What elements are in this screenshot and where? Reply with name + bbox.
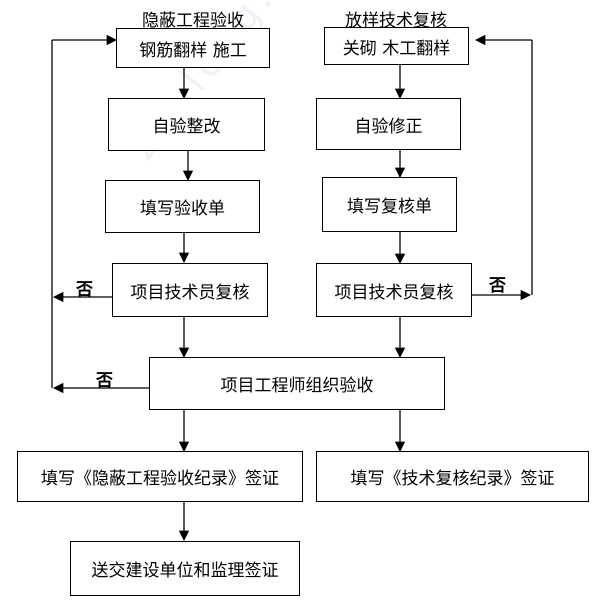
box-tech-review-right: 项目技术员复核 bbox=[316, 263, 472, 317]
box-masonry-layout: 关砌 木工翻样 bbox=[324, 27, 469, 65]
header-hidden-works: 隐蔽工程验收 bbox=[142, 11, 244, 31]
box-self-rectify: 自验整改 bbox=[108, 98, 265, 151]
box-rebar-layout: 钢筋翻样 施工 bbox=[116, 28, 270, 68]
box-tech-review-record: 填写《技术复核纪录》签证 bbox=[316, 451, 589, 502]
header-layout-check: 放样技术复核 bbox=[345, 11, 447, 31]
box-final-sign-off: 送交建设单位和监理签证 bbox=[70, 541, 300, 596]
box-fill-acceptance: 填写验收单 bbox=[105, 180, 260, 233]
box-fill-review: 填写复核单 bbox=[322, 177, 457, 232]
box-tech-review-left: 项目技术员复核 bbox=[112, 263, 268, 317]
label-no-right-review: 否 bbox=[489, 276, 506, 296]
box-hidden-works-record: 填写《隐蔽工程验收纪录》签证 bbox=[17, 451, 303, 502]
label-no-engineer: 否 bbox=[96, 371, 113, 391]
box-self-correct: 自验修正 bbox=[316, 98, 461, 150]
label-no-left-review: 否 bbox=[76, 280, 93, 300]
box-engineer-acceptance: 项目工程师组织验收 bbox=[149, 357, 445, 410]
